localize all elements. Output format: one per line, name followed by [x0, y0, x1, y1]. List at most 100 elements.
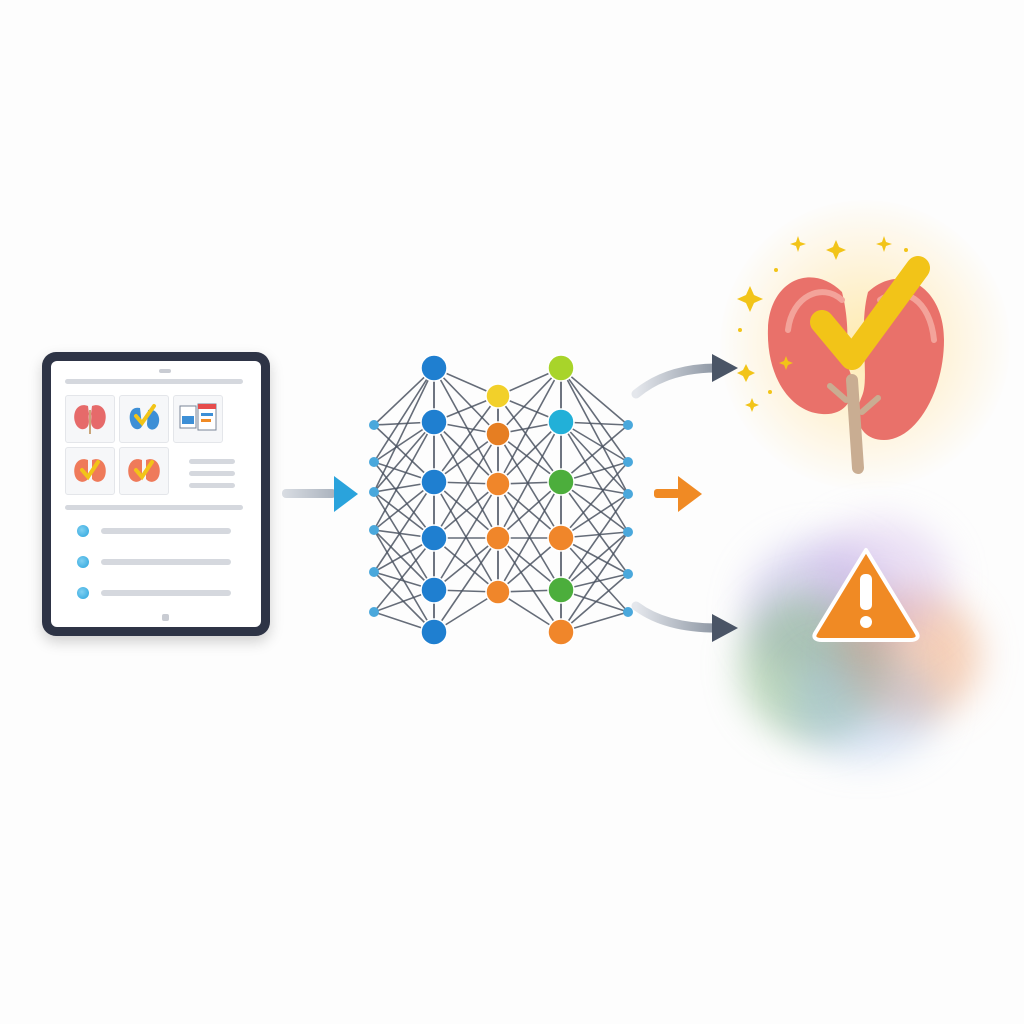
network-node-output	[623, 569, 633, 579]
network-edge	[560, 531, 629, 591]
network-node-input	[369, 487, 379, 497]
network-node-hidden-1	[420, 354, 448, 382]
network-edge	[373, 537, 435, 613]
network-edge	[560, 421, 629, 533]
arrow-to-outcomes	[654, 476, 702, 512]
network-node-input	[369, 457, 379, 467]
network-edge	[373, 424, 435, 483]
checkmark-icon	[810, 256, 930, 370]
network-node-output	[623, 457, 633, 467]
network-edge	[560, 424, 629, 483]
network-edge	[560, 481, 629, 533]
network-node-hidden-3	[547, 468, 575, 496]
network-node-input	[369, 567, 379, 577]
network-edge	[497, 421, 562, 539]
summary-line-2	[189, 471, 235, 476]
network-edge	[497, 433, 562, 539]
network-node-output	[623, 607, 633, 617]
network-edge	[560, 531, 629, 633]
network-edge	[433, 421, 499, 539]
network-edge	[373, 461, 435, 539]
network-edge	[373, 421, 435, 531]
network-edge	[373, 491, 435, 591]
network-edge	[560, 493, 629, 591]
tablet-home-button	[162, 614, 169, 621]
network-edge	[433, 483, 499, 539]
divider-bar	[65, 505, 243, 510]
kidney-icon	[74, 405, 106, 434]
arrow-to-healthy-kidney	[631, 354, 738, 399]
network-node-hidden-1	[420, 524, 448, 552]
thumbnail-kidney-check-3	[119, 447, 169, 495]
network-node-hidden-3	[547, 576, 575, 604]
network-edge	[433, 395, 499, 483]
network-edge	[497, 367, 562, 485]
network-edge	[433, 367, 499, 435]
network-node-output	[623, 420, 633, 430]
network-node-hidden-1	[420, 468, 448, 496]
network-edge	[373, 367, 435, 493]
network-edge	[560, 573, 629, 633]
network-edge	[497, 421, 562, 485]
header-bar	[65, 379, 243, 384]
network-edge	[497, 481, 562, 593]
tablet-camera	[159, 369, 171, 373]
network-node-input	[369, 420, 379, 430]
network-edge	[560, 481, 629, 575]
network-edge	[373, 481, 435, 573]
warning-triangle-icon	[812, 548, 920, 642]
kidney-check-icon	[129, 404, 160, 430]
network-edge	[373, 367, 435, 426]
network-node-hidden-3	[547, 408, 575, 436]
kidney-check-icon	[128, 459, 160, 482]
network-edge	[373, 421, 435, 493]
network-node-hidden-2	[485, 525, 511, 551]
network-edge	[373, 367, 435, 463]
network-edge	[433, 537, 499, 633]
list-bullet-icon	[77, 556, 89, 568]
network-node-output	[623, 527, 633, 537]
network-edge	[433, 483, 499, 591]
network-node-input	[369, 525, 379, 535]
network-node-hidden-1	[420, 576, 448, 604]
uncertainty-cloud	[790, 650, 940, 760]
arrow-to-warning	[631, 601, 738, 642]
network-node-hidden-2	[485, 579, 511, 605]
network-node-hidden-2	[485, 383, 511, 409]
network-edge	[373, 571, 435, 633]
tablet-dataset	[42, 352, 270, 636]
lab-report-icon	[179, 403, 217, 431]
network-edge	[560, 537, 629, 613]
list-item	[101, 528, 231, 534]
network-edge	[497, 481, 562, 539]
thumbnail-kidney	[65, 395, 115, 443]
network-node-hidden-3	[547, 618, 575, 646]
summary-line-1	[189, 459, 235, 464]
neural-network	[369, 354, 633, 646]
thumbnail-kidney-check-2	[65, 447, 115, 495]
network-edge	[433, 367, 499, 485]
network-edge	[560, 461, 629, 539]
healthy-kidney-icon	[767, 277, 944, 474]
list-bullet-icon	[77, 525, 89, 537]
network-edge	[433, 433, 499, 539]
network-node-hidden-3	[547, 354, 575, 382]
network-node-hidden-3	[547, 524, 575, 552]
summary-line-3	[189, 483, 235, 488]
list-item	[101, 559, 231, 565]
network-node-input	[369, 607, 379, 617]
network-edge	[560, 421, 629, 495]
network-edge	[497, 537, 562, 593]
network-edge	[560, 367, 629, 426]
sparkle-icons	[737, 236, 908, 412]
network-node-hidden-1	[420, 618, 448, 646]
network-edge	[497, 367, 562, 435]
kidney-check-icon	[74, 459, 106, 482]
network-node-hidden-1	[420, 408, 448, 436]
network-edge	[497, 537, 562, 633]
thumbnail-kidney-check	[119, 395, 169, 443]
network-edge	[560, 367, 629, 495]
list-bullet-icon	[77, 587, 89, 599]
tablet-screen	[51, 361, 261, 627]
